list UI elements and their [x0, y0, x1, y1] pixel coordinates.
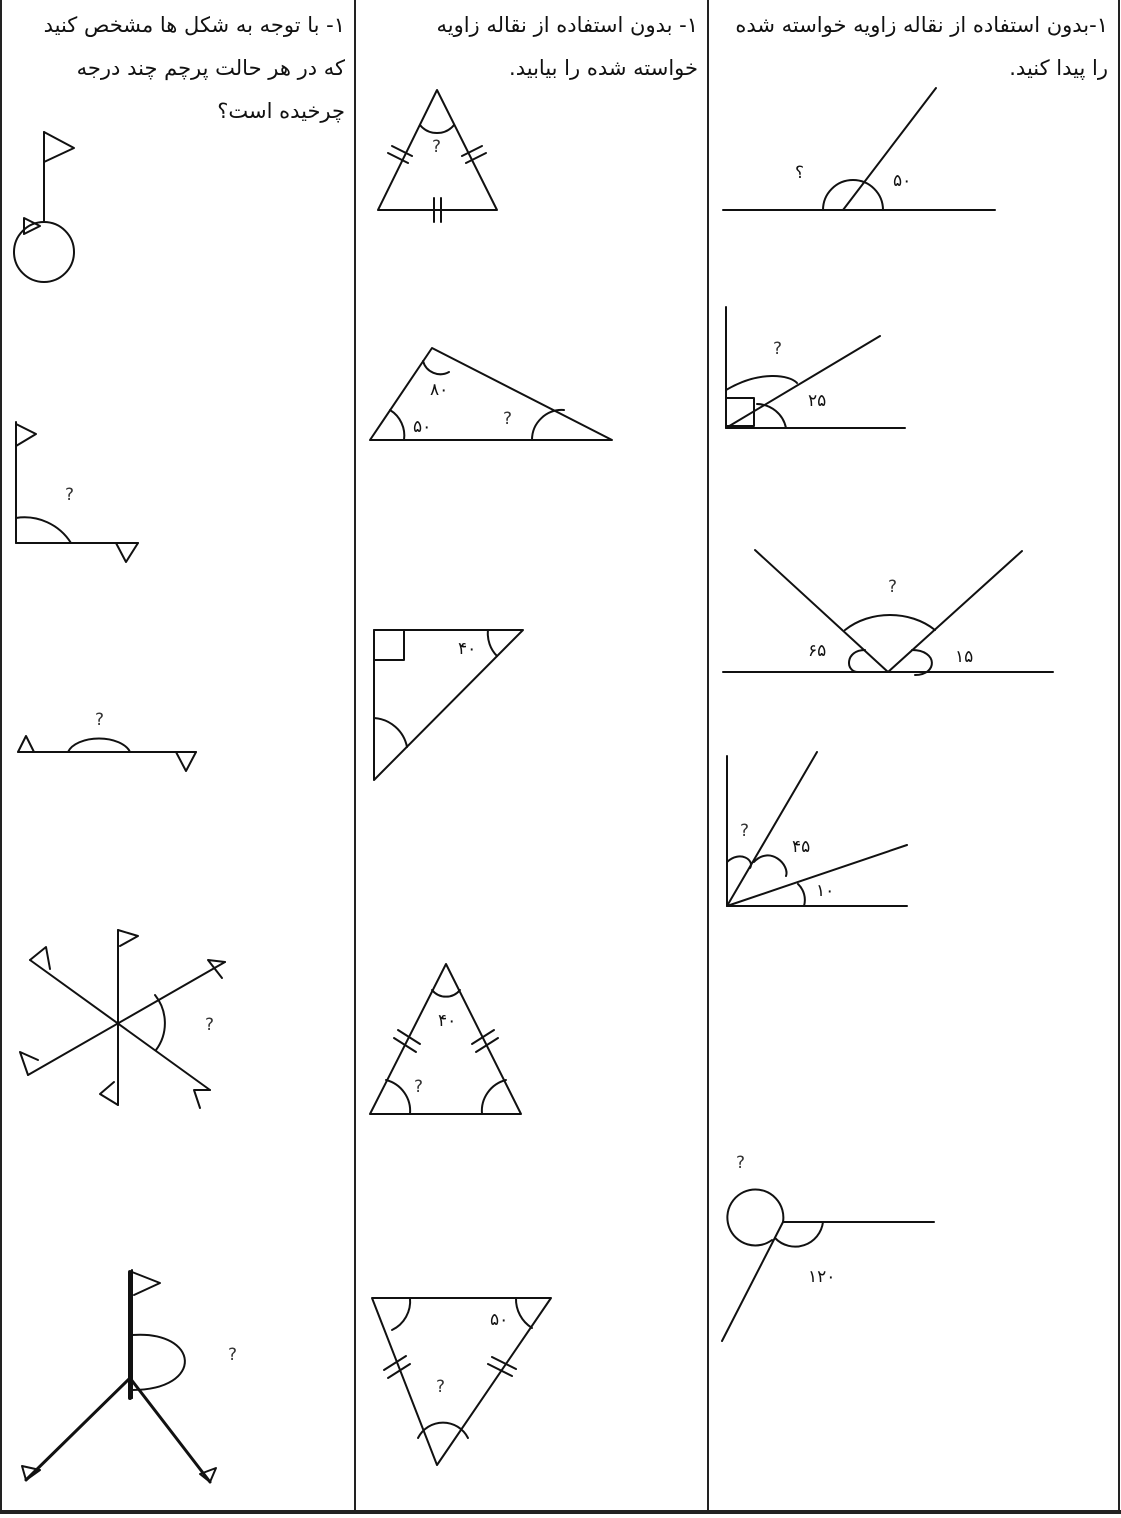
column-flag-rotation: ۱- با توجه به شکل ها مشخص کنید که در هر …	[3, 0, 355, 1512]
heading-line-1: ۱- بدون استفاده از نقاله زاویه	[436, 13, 698, 37]
line-figure-1	[722, 87, 996, 211]
mid-t3-label-40: ۴۰	[458, 639, 476, 659]
flag-figure-star	[19, 929, 226, 1109]
heading-line-1: ۱-بدون استفاده از نقاله زاویه خواسته شده	[735, 13, 1108, 37]
flag-figure-circle	[13, 131, 75, 283]
heading-line-2: خواسته شده را بیابید.	[509, 56, 698, 80]
heading-line-2: که در هر حالت پرچم چند درجه	[76, 56, 345, 80]
mid-t1-q-label: ?	[432, 137, 441, 157]
flag-figure-straight-angle	[17, 735, 197, 772]
left-q-label-2: ?	[95, 710, 104, 730]
mid-t4-label-40: ۴۰	[438, 1011, 456, 1031]
right-f5-label-120: ۱۲۰	[808, 1267, 835, 1287]
line-figure-4	[726, 751, 908, 907]
right-f3-q-label: ?	[888, 577, 897, 597]
heading-line-2: را پیدا کنید.	[1009, 56, 1108, 80]
left-q-label-1: ?	[65, 485, 74, 505]
right-f1-label-50: ۵۰	[893, 171, 911, 191]
left-q-label-3: ?	[205, 1015, 214, 1035]
line-figure-5	[721, 1188, 935, 1342]
mid-t2-label-80: ۸۰	[430, 380, 448, 400]
mid-t2-label-50: ۵۰	[413, 417, 431, 437]
column-triangles: ۱- بدون استفاده از نقاله زاویه خواسته شد…	[356, 0, 708, 1512]
flag-figure-y-shape	[21, 1269, 217, 1484]
triangle-3-right	[373, 629, 524, 781]
triangle-5-inverted	[371, 1297, 552, 1466]
right-f4-label-45: ۴۵	[792, 837, 810, 857]
triangle-4-isosceles	[369, 963, 522, 1115]
right-f2-q-label: ?	[773, 339, 782, 359]
column-line-angles: ۱-بدون استفاده از نقاله زاویه خواسته شده…	[709, 0, 1118, 1512]
right-f3-label-65: ۶۵	[808, 641, 826, 661]
left-column-heading: ۱- با توجه به شکل ها مشخص کنید که در هر …	[44, 4, 345, 133]
mid-t5-label-50: ۵۰	[490, 1310, 508, 1330]
middle-column-heading: ۱- بدون استفاده از نقاله زاویه خواسته شد…	[436, 4, 698, 90]
triangle-1-equilateral	[377, 89, 498, 223]
right-f3-label-15: ۱۵	[955, 647, 973, 667]
line-figure-3	[722, 549, 1054, 676]
line-figure-2	[725, 306, 906, 429]
right-f4-label-10: ۱۰	[816, 881, 834, 901]
heading-line-3: چرخیده است؟	[217, 99, 345, 123]
right-f4-q-label: ?	[740, 821, 749, 841]
flag-figure-right-angle	[15, 421, 139, 563]
mid-t2-q-label: ?	[503, 409, 512, 429]
heading-line-1: ۱- با توجه به شکل ها مشخص کنید	[43, 13, 345, 37]
right-f2-label-25: ۲۵	[808, 391, 826, 411]
mid-t5-q-label: ?	[436, 1377, 445, 1397]
right-f1-q-label: ؟	[795, 163, 804, 183]
left-q-label-4: ?	[228, 1345, 237, 1365]
right-column-heading: ۱-بدون استفاده از نقاله زاویه خواسته شده…	[735, 4, 1108, 90]
triangle-2	[369, 347, 613, 441]
right-f5-q-label: ?	[736, 1153, 745, 1173]
mid-t4-q-label: ?	[414, 1077, 423, 1097]
